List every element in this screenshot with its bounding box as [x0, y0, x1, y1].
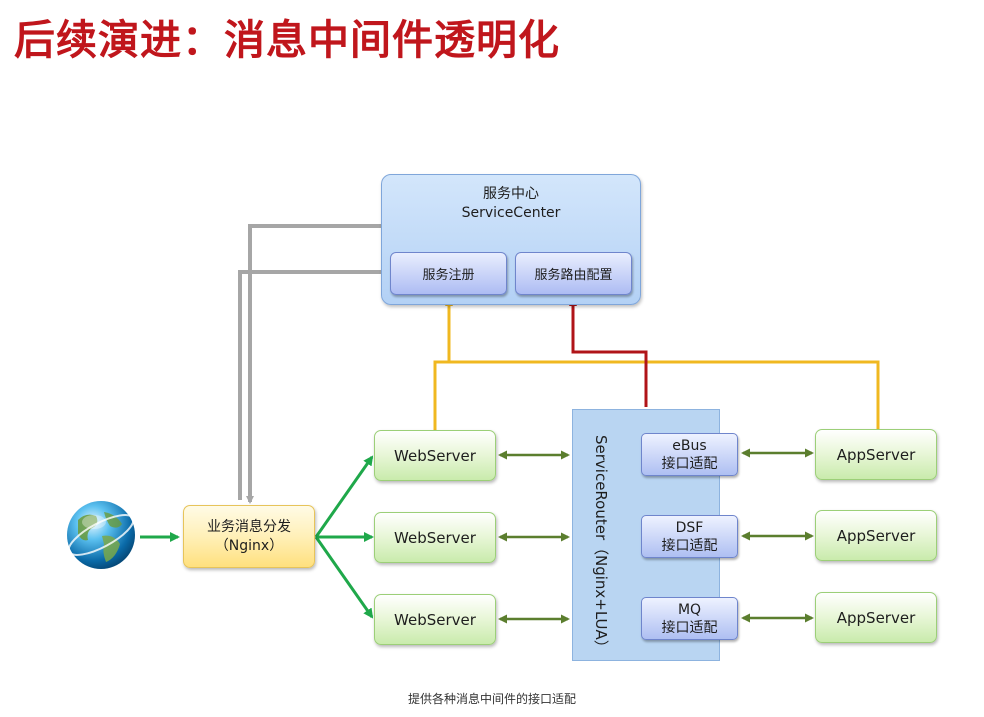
service-router-label: ServiceRouter （Nginx+LUA） [567, 435, 635, 655]
green-client-arrows [140, 455, 374, 619]
footer-caption: 提供各种消息中间件的接口适配 [407, 692, 576, 706]
dispatcher-box[interactable]: 业务消息分发 （Nginx） [183, 505, 315, 568]
web-server-box[interactable]: WebServer [374, 512, 496, 563]
adapter-dsf-box[interactable]: DSF 接口适配 [641, 515, 738, 558]
service-route-config-box[interactable]: 服务路由配置 [515, 252, 632, 295]
service-register-label: 服务注册 [422, 268, 475, 283]
app-server-box[interactable]: AppServer [815, 592, 937, 643]
adapter-name: DSF [675, 519, 704, 536]
web-server-box[interactable]: WebServer [374, 430, 496, 481]
adapter-name: MQ [677, 601, 702, 618]
page-title: 后续演进：消息中间件透明化 [14, 16, 560, 64]
web-server-label: WebServer [394, 528, 476, 547]
web-server-label: WebServer [394, 446, 476, 465]
dispatcher-label: 业务消息分发 [207, 518, 291, 535]
app-server-label: AppServer [836, 526, 916, 545]
dispatcher-sublabel: （Nginx） [214, 537, 284, 554]
web-server-label: WebServer [394, 610, 476, 629]
service-router-name: ServiceRouter [592, 435, 610, 541]
adapter-ebus-box[interactable]: eBus 接口适配 [641, 433, 738, 476]
service-route-config-label: 服务路由配置 [534, 268, 613, 283]
adapter-desc: 接口适配 [661, 619, 718, 636]
web-server-box[interactable]: WebServer [374, 594, 496, 645]
service-router-tech: （Nginx+LUA） [592, 540, 610, 655]
service-center-title-en: ServiceCenter [461, 205, 561, 221]
yellow-register-lines [433, 298, 880, 430]
service-center-title-cn: 服务中心 [483, 186, 539, 202]
adapter-desc: 接口适配 [661, 455, 718, 472]
globe-icon [67, 501, 135, 569]
service-register-box[interactable]: 服务注册 [390, 252, 507, 295]
adapter-desc: 接口适配 [661, 537, 718, 554]
app-server-box[interactable]: AppServer [815, 510, 937, 561]
adapter-mq-box[interactable]: MQ 接口适配 [641, 597, 738, 640]
app-server-box[interactable]: AppServer [815, 429, 937, 480]
olive-bidirectional-arrows [498, 448, 814, 624]
app-server-label: AppServer [836, 608, 916, 627]
adapter-name: eBus [672, 437, 707, 454]
app-server-label: AppServer [836, 445, 916, 464]
red-route-line [569, 298, 648, 407]
